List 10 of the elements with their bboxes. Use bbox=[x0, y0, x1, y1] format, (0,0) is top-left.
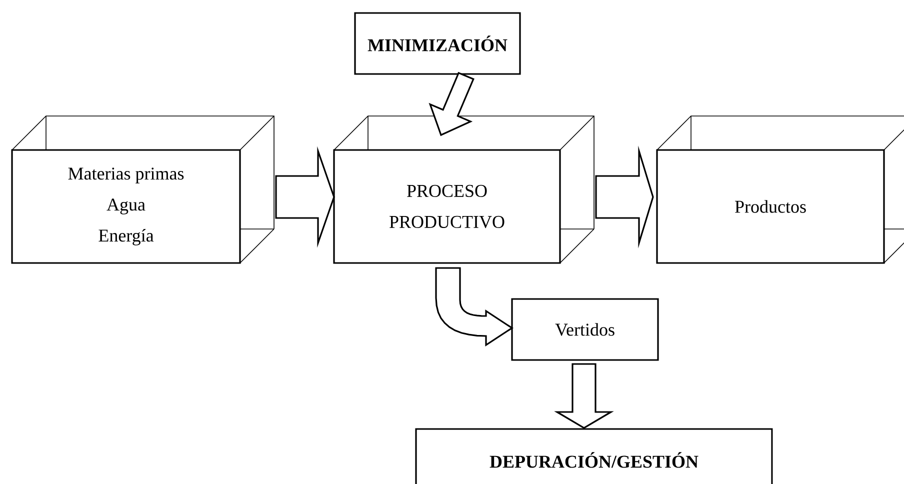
block-arrow bbox=[275, 146, 335, 248]
process-box: DEPURACIÓN/GESTIÓN bbox=[415, 428, 773, 484]
cuboid-box: Materias primas Agua Energía bbox=[11, 116, 274, 264]
block-arrow bbox=[554, 363, 614, 429]
process-box: Vertidos bbox=[511, 298, 659, 361]
process-box: MINIMIZACIÓN bbox=[354, 12, 521, 75]
cuboid-box: PROCESO PRODUCTIVO bbox=[333, 116, 594, 264]
block-arrow bbox=[435, 267, 514, 346]
block-arrow bbox=[595, 146, 654, 248]
cuboid-box: Productos bbox=[656, 116, 904, 264]
